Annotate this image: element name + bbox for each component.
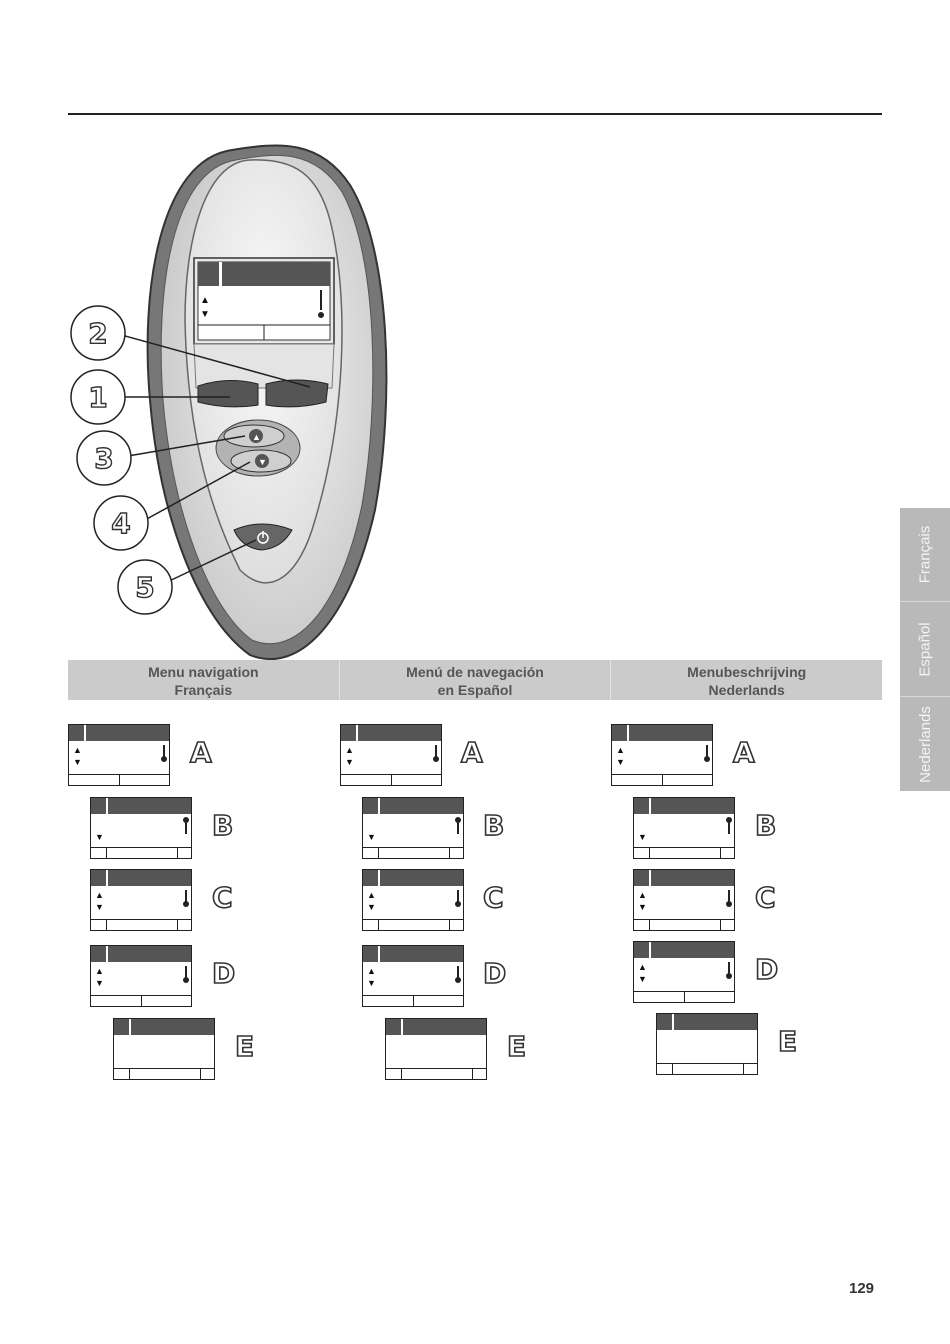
label-b: B bbox=[483, 809, 504, 842]
header-francais: Menu navigation Français bbox=[68, 660, 340, 700]
screen-d-francais: ▲ ▼ bbox=[90, 945, 192, 1007]
scrollbar-icon bbox=[185, 818, 187, 834]
up-arrow-icon: ▲ bbox=[367, 966, 376, 976]
header-nederlands: Menubeschrijving Nederlands bbox=[611, 660, 882, 700]
label-c: C bbox=[755, 881, 776, 914]
label-e: E bbox=[235, 1030, 254, 1063]
up-arrow-icon: ▲ bbox=[638, 962, 647, 972]
down-arrow-icon: ▼ bbox=[95, 832, 104, 842]
up-arrow-icon: ▲ bbox=[345, 745, 354, 755]
page-number: 129 bbox=[849, 1280, 874, 1297]
up-arrow-icon: ▲ bbox=[95, 890, 104, 900]
label-a: A bbox=[461, 736, 483, 769]
down-arrow-icon: ▼ bbox=[95, 902, 104, 912]
screen-a-espanol: ▲ ▼ bbox=[340, 724, 442, 786]
scrollbar-icon bbox=[435, 745, 437, 761]
up-arrow-icon: ▲ bbox=[73, 745, 82, 755]
tab-espanol-label: Español bbox=[917, 622, 934, 676]
scrollbar-icon bbox=[163, 745, 165, 761]
down-arrow-icon: ▼ bbox=[95, 978, 104, 988]
screen-c-espanol: ▲ ▼ bbox=[362, 869, 464, 931]
screen-c-nederlands: ▲ ▼ bbox=[633, 869, 735, 931]
svg-text:▲: ▲ bbox=[252, 432, 261, 442]
scrollbar-icon bbox=[457, 890, 459, 906]
label-c: C bbox=[212, 881, 233, 914]
down-arrow-icon: ▼ bbox=[367, 832, 376, 842]
screen-e-espanol bbox=[385, 1018, 487, 1080]
tab-francais[interactable]: Français bbox=[900, 508, 950, 601]
tab-francais-label: Français bbox=[917, 526, 934, 584]
callout-3: 3 bbox=[94, 442, 113, 475]
down-arrow-icon: ▼ bbox=[345, 757, 354, 767]
label-e: E bbox=[778, 1025, 797, 1058]
remote-control-illustration: ▲ ▼ ▲ ▼ 2 1 3 4 5 bbox=[0, 0, 950, 680]
tab-espanol[interactable]: Español bbox=[900, 602, 950, 696]
screen-d-espanol: ▲ ▼ bbox=[362, 945, 464, 1007]
callout-2: 2 bbox=[88, 317, 107, 350]
label-e: E bbox=[507, 1030, 526, 1063]
up-arrow-icon: ▲ bbox=[367, 890, 376, 900]
label-b: B bbox=[212, 809, 233, 842]
label-d: D bbox=[483, 957, 506, 990]
down-arrow-icon: ▼ bbox=[638, 832, 647, 842]
screen-b-nederlands: ▼ bbox=[633, 797, 735, 859]
down-arrow-icon: ▼ bbox=[638, 902, 647, 912]
scrollbar-icon bbox=[728, 818, 730, 834]
label-b: B bbox=[755, 809, 776, 842]
scrollbar-icon bbox=[728, 890, 730, 906]
header-espanol-text: Menú de navegación en Español bbox=[406, 664, 544, 698]
language-tabs: Français Español Nederlands bbox=[900, 508, 950, 791]
screen-b-francais: ▼ bbox=[90, 797, 192, 859]
callout-1: 1 bbox=[88, 381, 107, 414]
label-d: D bbox=[755, 953, 778, 986]
tab-nederlands-label: Nederlands bbox=[917, 706, 934, 783]
screen-a-francais: ▲ ▼ bbox=[68, 724, 170, 786]
header-nederlands-text: Menubeschrijving Nederlands bbox=[687, 664, 806, 698]
scrollbar-icon bbox=[185, 966, 187, 982]
screen-e-nederlands bbox=[656, 1013, 758, 1075]
scrollbar-icon bbox=[457, 818, 459, 834]
screen-e-francais bbox=[113, 1018, 215, 1080]
header-espanol: Menú de navegación en Español bbox=[340, 660, 612, 700]
label-d: D bbox=[212, 957, 235, 990]
screen-a-nederlands: ▲ ▼ bbox=[611, 724, 713, 786]
label-c: C bbox=[483, 881, 504, 914]
up-arrow-icon: ▲ bbox=[638, 890, 647, 900]
header-francais-text: Menu navigation Français bbox=[148, 664, 258, 698]
screen-b-espanol: ▼ bbox=[362, 797, 464, 859]
svg-text:▼: ▼ bbox=[258, 457, 267, 467]
scrollbar-icon bbox=[457, 966, 459, 982]
down-arrow-icon: ▼ bbox=[367, 902, 376, 912]
menu-navigation-header: Menu navigation Français Menú de navegac… bbox=[68, 660, 882, 700]
svg-text:▼: ▼ bbox=[200, 309, 210, 320]
screen-d-nederlands: ▲ ▼ bbox=[633, 941, 735, 1003]
up-arrow-icon: ▲ bbox=[616, 745, 625, 755]
tab-nederlands[interactable]: Nederlands bbox=[900, 697, 950, 791]
callout-5: 5 bbox=[135, 571, 154, 604]
up-arrow-icon: ▲ bbox=[95, 966, 104, 976]
down-arrow-icon: ▼ bbox=[367, 978, 376, 988]
down-arrow-icon: ▼ bbox=[638, 974, 647, 984]
scrollbar-icon bbox=[706, 745, 708, 761]
down-arrow-icon: ▼ bbox=[73, 757, 82, 767]
scrollbar-icon bbox=[728, 962, 730, 978]
down-arrow-icon: ▼ bbox=[616, 757, 625, 767]
screen-c-francais: ▲ ▼ bbox=[90, 869, 192, 931]
label-a: A bbox=[190, 736, 212, 769]
label-a: A bbox=[733, 736, 755, 769]
scrollbar-icon bbox=[185, 890, 187, 906]
svg-text:▲: ▲ bbox=[200, 295, 210, 306]
callout-4: 4 bbox=[111, 507, 130, 540]
